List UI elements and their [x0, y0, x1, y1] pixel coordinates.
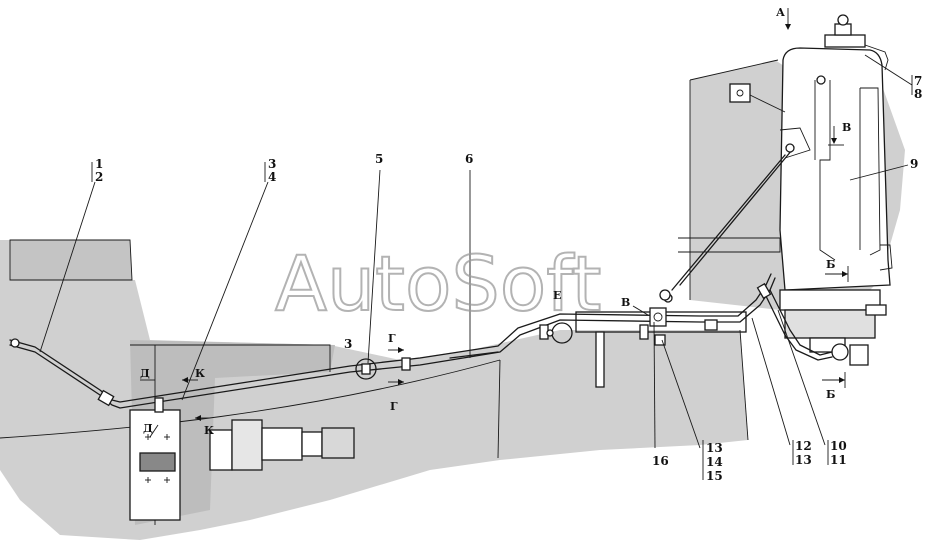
callout-12: 12 [795, 439, 812, 453]
view-a: А [776, 6, 785, 19]
view-d-top: Д [140, 367, 150, 380]
callout-1: 1 [95, 157, 103, 171]
view-g-top: Г [388, 332, 396, 345]
fuel-tank [729, 14, 893, 366]
callout-3: 3 [268, 157, 276, 171]
view-g-bottom: Г [390, 400, 398, 413]
view-arrows [140, 8, 849, 438]
callout-4: 4 [268, 170, 276, 184]
view-k-top: К [195, 367, 205, 380]
callout-5: 5 [375, 152, 383, 166]
callout-13-left: 13 [706, 441, 723, 455]
callout-10: 10 [830, 439, 847, 453]
view-b-top: Б [826, 258, 835, 271]
callout-11: 11 [830, 453, 847, 467]
fittings [10, 282, 772, 413]
view-d-bottom: Д [143, 422, 153, 435]
callout-13-right: 13 [795, 453, 812, 467]
callout-7: 7 [914, 74, 922, 88]
view-k-bottom: К [204, 424, 214, 437]
view-v-fitting: В [621, 296, 630, 309]
view-e: Е [553, 289, 561, 302]
view-v-tank: В [842, 121, 851, 134]
callout-labels: 1 2 3 4 5 6 7 8 9 10 11 12 13 13 14 15 1… [95, 74, 922, 483]
callout-15: 15 [706, 469, 723, 483]
watermark-text: AutoSoft [275, 239, 601, 328]
callout-3-detail: 3 [344, 337, 352, 351]
driveshaft [209, 419, 355, 471]
frame-outline [0, 59, 781, 525]
callout-8: 8 [914, 87, 922, 101]
view-b-bottom: Б [826, 388, 835, 401]
view-letters: А В В Б Б Е Г Г Д Д К К [140, 6, 851, 437]
callout-16: 16 [652, 454, 669, 468]
callout-6: 6 [465, 152, 473, 166]
callout-9: 9 [910, 157, 918, 171]
callout-2: 2 [95, 170, 103, 184]
leader-lines [39, 54, 913, 480]
mount-bracket [129, 409, 181, 521]
callout-14: 14 [706, 455, 723, 469]
